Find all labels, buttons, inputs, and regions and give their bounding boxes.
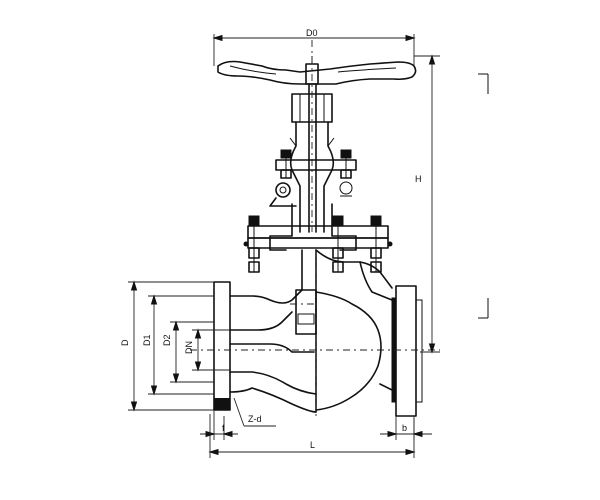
bonnet xyxy=(243,203,393,273)
label-d0: D0 xyxy=(306,28,318,38)
dimension-lines xyxy=(128,34,440,458)
label-b: b xyxy=(402,423,407,433)
label-d: D xyxy=(120,339,130,346)
label-zd: Z-d xyxy=(248,414,262,424)
label-f: f xyxy=(222,423,225,433)
stem-yoke xyxy=(289,83,335,233)
gland xyxy=(269,149,357,207)
valve-body xyxy=(213,249,423,420)
centerlines xyxy=(190,40,440,351)
frame-marks xyxy=(478,73,489,319)
label-l: L xyxy=(310,440,315,450)
label-d1: D1 xyxy=(142,334,152,346)
label-dn: DN xyxy=(184,341,194,354)
handwheel xyxy=(217,56,417,85)
label-h: H xyxy=(415,174,422,184)
label-d2: D2 xyxy=(162,334,172,346)
